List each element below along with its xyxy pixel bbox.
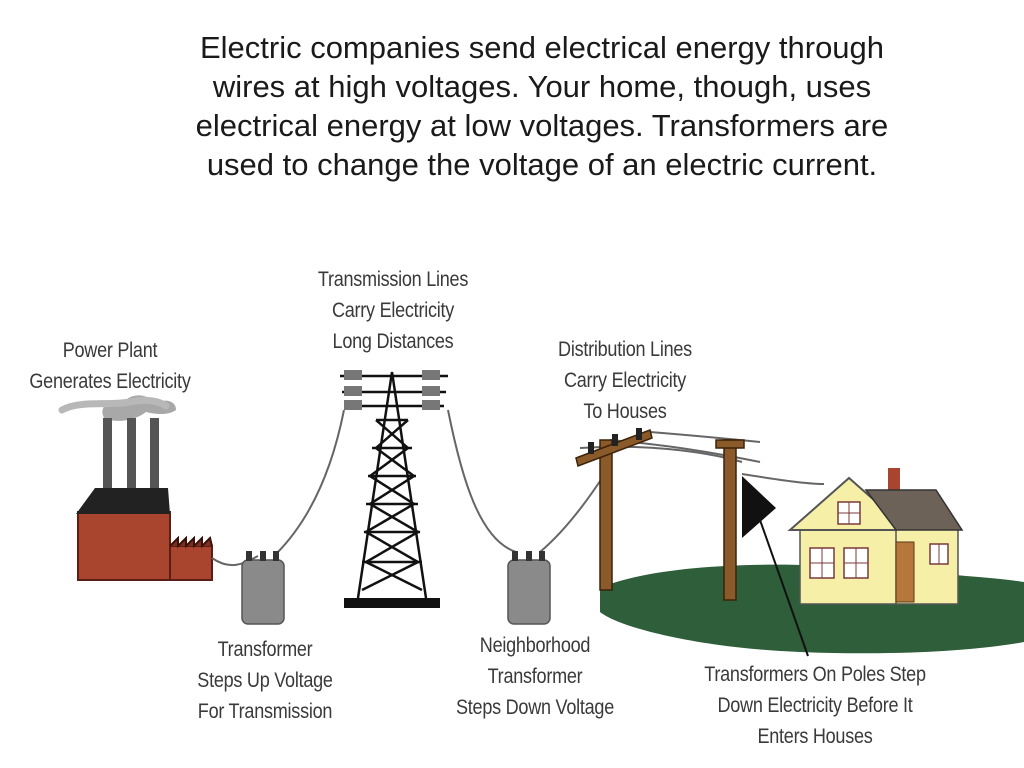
tower-base [344,598,440,608]
label-power-plant: Power Plant Generates Electricity [29,339,191,393]
smokestack [150,418,159,490]
label-transmission-lines: Transmission Lines Carry Electricity Lon… [317,268,469,353]
smokestack [127,418,136,490]
utility-pole [575,428,653,591]
pointer-arrow [759,519,809,657]
plant-side-building [169,545,213,581]
label-neighborhood-transformer: Neighborhood Transformer Steps Down Volt… [455,634,614,719]
pole-transformer [715,439,776,601]
label-step-up-transformer: Transformer Steps Up Voltage For Transmi… [197,638,333,723]
step-up-transformer [241,551,285,625]
intro-text: Electric companies send electrical energ… [60,28,1024,184]
label-pole-transformers: Transformers On Poles Step Down Electric… [704,663,926,748]
intro-line: used to change the voltage of an electri… [206,147,878,182]
smoke-trail [58,396,170,414]
plant-roof [76,488,170,514]
intro-line: electrical energy at low voltages. Trans… [195,108,889,143]
intro-line: Electric companies send electrical energ… [199,30,885,65]
smokestack [103,418,112,490]
house-door [895,541,915,603]
neighborhood-transformer [507,551,551,625]
label-distribution-lines: Distribution Lines Carry Electricity To … [558,338,692,423]
pole-transformer-body [742,476,776,538]
intro-line: wires at high voltages. Your home, thoug… [212,69,872,104]
plant-main-building [77,511,171,581]
plant-sawtooth-roof [169,535,213,549]
power-plant [76,418,213,581]
insulators [344,370,440,410]
house [787,468,964,605]
